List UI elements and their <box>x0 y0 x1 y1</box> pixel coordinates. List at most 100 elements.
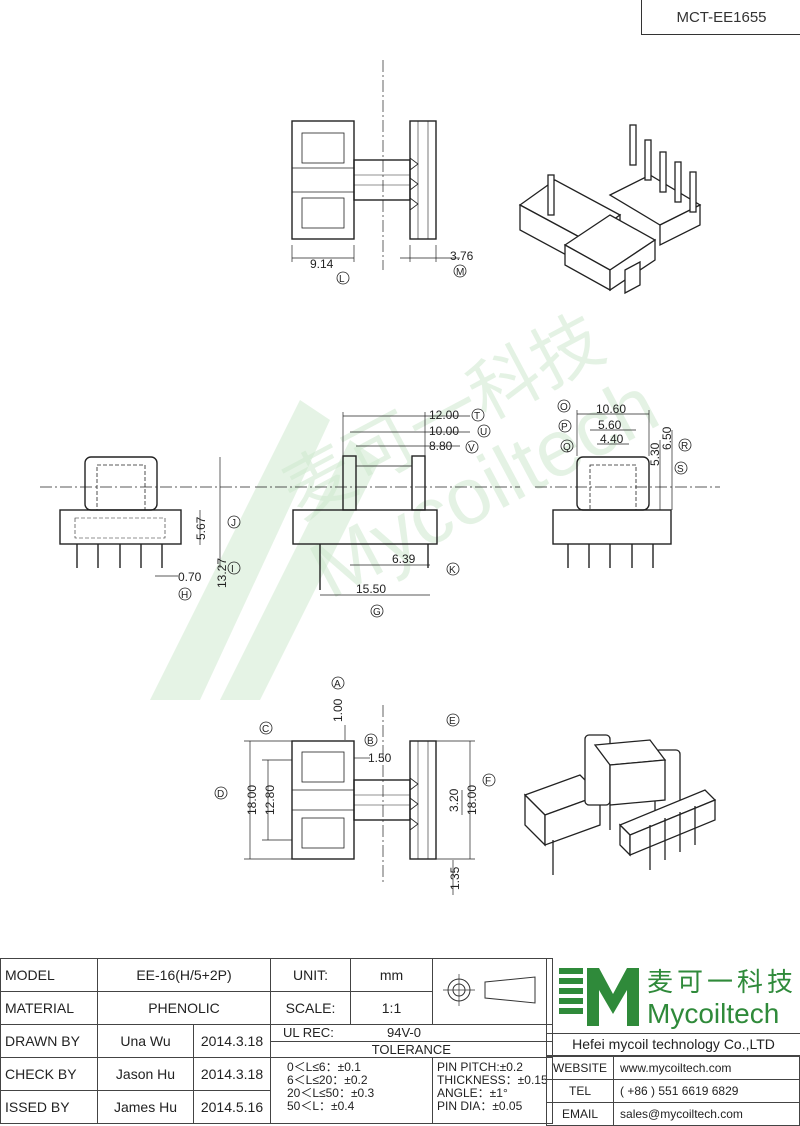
issued-date: 2014.5.16 <box>193 1090 271 1124</box>
marker-r: R <box>681 441 688 452</box>
dim-s: 6.50 <box>660 426 674 450</box>
marker-k: K <box>449 565 456 576</box>
marker-d: D <box>217 789 224 800</box>
brand-cn: 麦可一科技 <box>647 968 798 998</box>
dim-u: 10.00 <box>429 424 459 438</box>
dim-f: 18.00 <box>465 785 479 815</box>
dim-m: 3.76 <box>450 249 474 263</box>
check-label: CHECK BY <box>0 1057 98 1091</box>
ul-tolerance-cell: UL REC: 94V-0 TOLERANCE <box>270 1024 553 1058</box>
marker-s: S <box>677 464 684 475</box>
title-block: MODEL EE-16(H/5+2P) UNIT: mm MATERIAL PH… <box>0 958 553 1124</box>
model-value: EE-16(H/5+2P) <box>97 958 271 992</box>
marker-u: U <box>480 427 487 438</box>
tolerance-right: PIN PITCH:±0.2 THICKNESS：±0.15 ANGLE：±1°… <box>432 1057 553 1124</box>
check-date: 2014.3.18 <box>193 1057 271 1091</box>
marker-b: B <box>367 736 374 747</box>
tel-value: ( +86 ) 551 6619 6829 <box>613 1079 800 1103</box>
dim-a: 1.00 <box>331 698 345 722</box>
isometric-view-top <box>518 124 702 295</box>
check-name: Jason Hu <box>97 1057 194 1091</box>
dim-q: 4.40 <box>600 432 624 446</box>
projection-symbol <box>432 958 553 1025</box>
marker-o: O <box>560 402 568 413</box>
mycoiltech-logo-icon <box>559 968 639 1026</box>
brand-cell: 麦可一科技 Mycoiltech <box>546 958 800 1034</box>
dim-p: 5.60 <box>598 418 622 432</box>
dim-l: 9.14 <box>310 257 334 271</box>
side-view <box>255 408 520 618</box>
third-angle-projection-icon <box>443 974 536 1006</box>
marker-t: T <box>474 411 480 422</box>
issued-name: James Hu <box>97 1090 194 1124</box>
front-view <box>40 456 250 601</box>
brand-en: Mycoiltech <box>647 998 780 1029</box>
tol-pin-pitch: PIN PITCH:±0.2 <box>437 1060 523 1074</box>
drawn-date: 2014.3.18 <box>193 1024 271 1058</box>
dim-k: 6.39 <box>392 552 416 566</box>
tol-pin-dia: PIN DIA：±0.05 <box>437 1099 523 1113</box>
scale-value: 1:1 <box>350 991 433 1025</box>
material-value: PHENOLIC <box>97 991 271 1025</box>
contact-table: WEBSITE www.mycoiltech.com TEL ( +86 ) 5… <box>545 1056 800 1126</box>
drawing-code: MCT-EE1655 <box>676 9 767 26</box>
unit-value: mm <box>350 958 433 992</box>
bottom-view <box>214 676 496 895</box>
marker-e: E <box>449 716 456 727</box>
marker-l: L <box>339 274 345 285</box>
marker-m: M <box>456 267 464 278</box>
drawn-label: DRAWN BY <box>0 1024 98 1058</box>
ul-value: 94V-0 <box>387 1025 421 1040</box>
scale-label: SCALE: <box>270 991 351 1025</box>
website-label: WEBSITE <box>545 1056 615 1080</box>
website-value[interactable]: www.mycoiltech.com <box>613 1056 800 1080</box>
tol-angle: ANGLE：±1° <box>437 1086 508 1100</box>
material-label: MATERIAL <box>0 991 98 1025</box>
marker-c: C <box>262 724 269 735</box>
unit-label: UNIT: <box>270 958 351 992</box>
marker-a: A <box>334 679 341 690</box>
technical-drawing: 麦可一科技 Mycoiltech 9.14 3.76 L M <box>40 60 720 895</box>
tolerance-label: TOLERANCE <box>371 1042 451 1057</box>
dim-135: 1.35 <box>448 866 462 890</box>
dim-e: 3.20 <box>447 788 461 812</box>
marker-g: G <box>373 607 381 618</box>
tolerance-left: 0＜L≤6：±0.1 6＜L≤20：±0.2 20＜L≤50：±0.3 50＜L… <box>270 1057 433 1124</box>
dim-j: 5.67 <box>194 516 208 540</box>
isometric-view-bottom <box>523 734 717 875</box>
dim-h: 0.70 <box>178 570 202 584</box>
tol-line-3: 20＜L≤50：±0.3 <box>287 1086 375 1100</box>
dim-g: 15.50 <box>356 582 386 596</box>
marker-f: F <box>485 776 491 787</box>
dim-t: 12.00 <box>429 408 459 422</box>
company-name: Hefei mycoil technology Co.,LTD <box>546 1034 800 1056</box>
drawing-code-box: MCT-EE1655 <box>641 0 800 35</box>
marker-h: H <box>181 590 188 601</box>
dim-c: 18.00 <box>245 785 259 815</box>
tel-label: TEL <box>545 1079 615 1103</box>
dim-o: 10.60 <box>596 402 626 416</box>
drawn-name: Una Wu <box>97 1024 194 1058</box>
top-view <box>291 60 467 285</box>
marker-i: I <box>231 564 234 575</box>
tol-line-4: 50＜L：±0.4 <box>287 1099 355 1113</box>
dim-b: 1.50 <box>368 751 392 765</box>
watermark: 麦可一科技 Mycoiltech <box>150 300 672 700</box>
tol-line-2: 6＜L≤20：±0.2 <box>287 1073 368 1087</box>
dim-r: 5.30 <box>648 442 662 466</box>
dim-i: 13.27 <box>215 558 229 588</box>
issued-label: ISSED BY <box>0 1090 98 1124</box>
tol-line-1: 0＜L≤6：±0.1 <box>287 1060 361 1074</box>
tol-thickness: THICKNESS：±0.15 <box>437 1073 548 1087</box>
marker-v: V <box>468 443 475 454</box>
dim-v: 8.80 <box>429 439 453 453</box>
right-view <box>535 399 720 568</box>
dim-d: 12.80 <box>263 785 277 815</box>
marker-q: Q <box>563 442 571 453</box>
email-label: EMAIL <box>545 1102 615 1126</box>
marker-j: J <box>231 518 236 529</box>
ul-label: UL REC: <box>283 1025 334 1040</box>
marker-p: P <box>561 422 568 433</box>
model-label: MODEL <box>0 958 98 992</box>
email-value[interactable]: sales@mycoiltech.com <box>613 1102 800 1126</box>
